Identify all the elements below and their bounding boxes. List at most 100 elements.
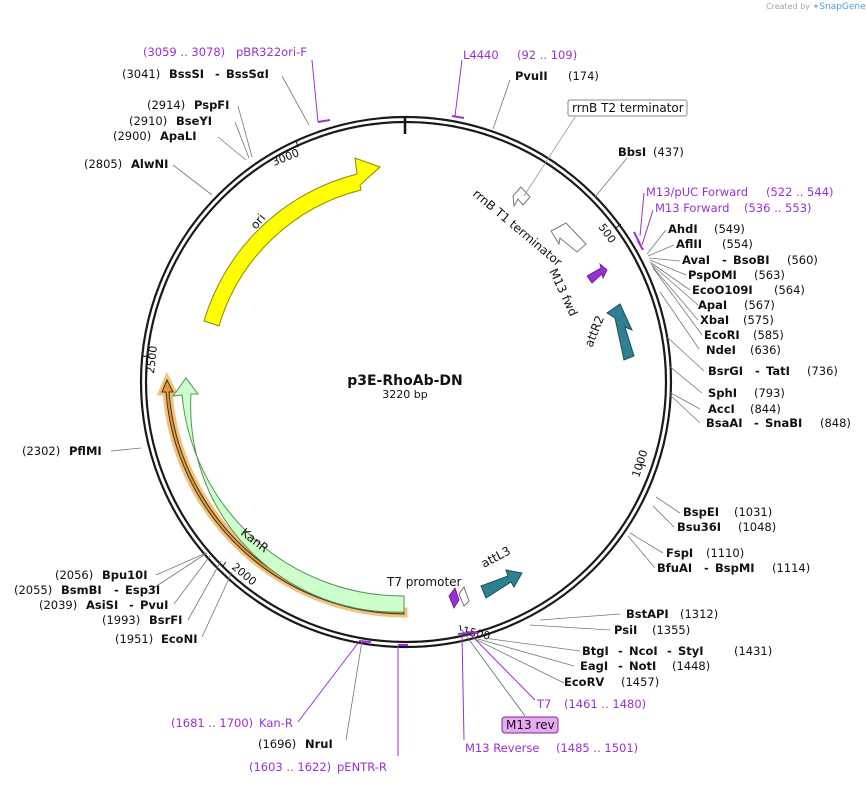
tick-500: 500 — [596, 221, 622, 246]
tick-label-2500: 2500 — [144, 345, 160, 374]
svg-text:-: - — [704, 561, 709, 575]
svg-text:EcoRI: EcoRI — [704, 328, 740, 342]
svg-text:EcoRV: EcoRV — [564, 675, 604, 689]
backbone — [139, 115, 673, 649]
svg-text:Bsu36I: Bsu36I — [677, 520, 721, 534]
svg-text:(2914): (2914) — [147, 98, 185, 112]
snapgene-logo-icon: ✦ — [812, 2, 820, 11]
enzyme-nrui: (1696) NruI — [258, 737, 333, 751]
svg-text:-: - — [114, 583, 119, 597]
svg-text:StyI: StyI — [678, 644, 704, 658]
primer-range-m13forward: (536 .. 553) — [744, 201, 812, 215]
svg-text:(1110): (1110) — [706, 546, 744, 560]
primer-name-m13puc: M13/pUC Forward — [646, 185, 748, 199]
primer-name-m13forward: M13 Forward — [655, 201, 729, 215]
svg-text:(3041): (3041) — [122, 67, 160, 81]
enzyme-sphi: SphI(793) — [708, 386, 785, 400]
svg-text:BsoBI: BsoBI — [733, 253, 770, 267]
svg-text:(1431): (1431) — [734, 644, 772, 658]
enzyme-apai: ApaI (567) — [698, 298, 775, 312]
enzyme-bsrgi: BsrGI-TatI(736) — [708, 364, 838, 378]
enzyme-ahdi: AhdI(549) — [668, 222, 745, 236]
feature-ori: ori — [203, 157, 381, 327]
svg-text:Esp3I: Esp3I — [125, 583, 160, 597]
svg-text:AflII: AflII — [676, 237, 702, 251]
primer-name-kanr: Kan-R — [259, 716, 293, 730]
enzyme-pflmi: (2302)PflMI — [22, 444, 102, 458]
svg-text:(848): (848) — [820, 416, 851, 430]
primer-label-m13rev: M13 rev — [506, 718, 555, 732]
primer-range-pbr322ori-f: (3059 .. 3078) — [143, 45, 225, 59]
primer-name-m13reverse: M13 Reverse — [465, 741, 539, 755]
svg-text:(564): (564) — [774, 283, 805, 297]
primer-range-l4440: (92 .. 109) — [517, 48, 577, 62]
svg-text:AsiSI: AsiSI — [86, 598, 118, 612]
primer-pbr322ori-f: (3059 .. 3078) pBR322ori-F — [143, 45, 331, 123]
svg-text:(1114): (1114) — [772, 561, 810, 575]
svg-text:PvuI: PvuI — [140, 598, 168, 612]
svg-text:(1993): (1993) — [102, 613, 140, 627]
primer-kan-r: (1681 .. 1700) Kan-R — [171, 640, 372, 730]
enzyme-ndei: NdeI (636) — [706, 343, 781, 357]
svg-text:(2900): (2900) — [113, 129, 151, 143]
svg-text:(549): (549) — [714, 222, 745, 236]
svg-text:PsiI: PsiI — [614, 623, 637, 637]
enzyme-bseyi: (2910) BseYI — [129, 114, 212, 128]
svg-text:EcoNI: EcoNI — [161, 632, 197, 646]
svg-text:(2039): (2039) — [39, 598, 77, 612]
primer-range-t7: (1461 .. 1480) — [564, 697, 646, 711]
enzyme-psii: PsiI(1355) — [614, 623, 690, 637]
feature-kanr: KanR — [171, 377, 405, 613]
svg-text:ApaLI: ApaLI — [160, 129, 197, 143]
svg-text:NruI: NruI — [305, 737, 333, 751]
enzyme-bsrfi: (1993) BsrFI — [102, 613, 182, 627]
svg-text:(1696): (1696) — [258, 737, 296, 751]
svg-text:(2055): (2055) — [14, 583, 52, 597]
enzyme-bspei: BspEI(1031) — [683, 505, 772, 519]
enzyme-bsaai: BsaAI-SnaBI(848) — [706, 416, 851, 430]
primer-range-m13reverse: (1485 .. 1501) — [556, 741, 638, 755]
svg-text:BsmBI: BsmBI — [61, 583, 102, 597]
feature-label-t7promoter: T7 promoter — [386, 575, 462, 589]
svg-text:(2056): (2056) — [55, 568, 93, 582]
svg-text:BsrFI: BsrFI — [149, 613, 182, 627]
svg-text:(1312): (1312) — [680, 607, 718, 621]
svg-text:-: - — [667, 644, 672, 658]
enzyme-pspfi: (2914)PspFI — [147, 98, 229, 112]
primers: (3059 .. 3078) pBR322ori-F L4440 (92 .. … — [143, 45, 834, 774]
svg-text:(437): (437) — [653, 145, 684, 159]
svg-text:(174): (174) — [568, 69, 599, 83]
svg-text:ApaI: ApaI — [698, 298, 727, 312]
enzyme-ecori: EcoRI(585) — [704, 328, 784, 342]
svg-text:SnaBI: SnaBI — [765, 416, 802, 430]
svg-text:(2910): (2910) — [129, 114, 167, 128]
enzyme-acci: AccI(844) — [708, 402, 781, 416]
feature-label-m13fwd: M13 fwd — [546, 266, 580, 318]
feature-m13fwd: M13 fwd — [546, 262, 608, 318]
svg-text:BseYI: BseYI — [176, 114, 212, 128]
tick-label-1000: 1000 — [629, 448, 650, 479]
svg-text:XbaI: XbaI — [700, 313, 729, 327]
svg-text:(1048): (1048) — [738, 520, 776, 534]
primer-m13-puc-forward: M13/pUC Forward (522 .. 544) — [633, 185, 834, 245]
svg-text:AvaI: AvaI — [682, 253, 710, 267]
tick-label-500: 500 — [596, 221, 619, 246]
svg-text:NdeI: NdeI — [706, 343, 736, 357]
tick-2500: 2500 — [142, 345, 160, 374]
enzyme-btgi: BtgI-NcoI-StyI(1431) — [582, 644, 772, 658]
plasmid-size: 3220 bp — [382, 388, 427, 401]
svg-text:(636): (636) — [750, 343, 781, 357]
feature-attr2: attR2 — [582, 303, 635, 361]
svg-text:(575): (575) — [743, 313, 774, 327]
enzyme-pvuii: PvuII(174) — [515, 69, 599, 83]
feature-label-attl3: attL3 — [479, 544, 513, 571]
svg-text:NcoI: NcoI — [629, 644, 658, 658]
enzyme-bsssi: (3041)BssSI-BssSαI — [122, 67, 269, 81]
enzyme-bsu36i: Bsu36I (1048) — [677, 520, 776, 534]
svg-text:(1448): (1448) — [672, 659, 710, 673]
svg-text:(567): (567) — [744, 298, 775, 312]
svg-text:EcoO109I: EcoO109I — [692, 283, 753, 297]
enzymes: (3041)BssSI-BssSαI (2914)PspFI (2910) Bse… — [14, 67, 851, 751]
svg-text:(560): (560) — [787, 253, 818, 267]
enzyme-bstapi: BstAPI(1312) — [626, 607, 718, 621]
